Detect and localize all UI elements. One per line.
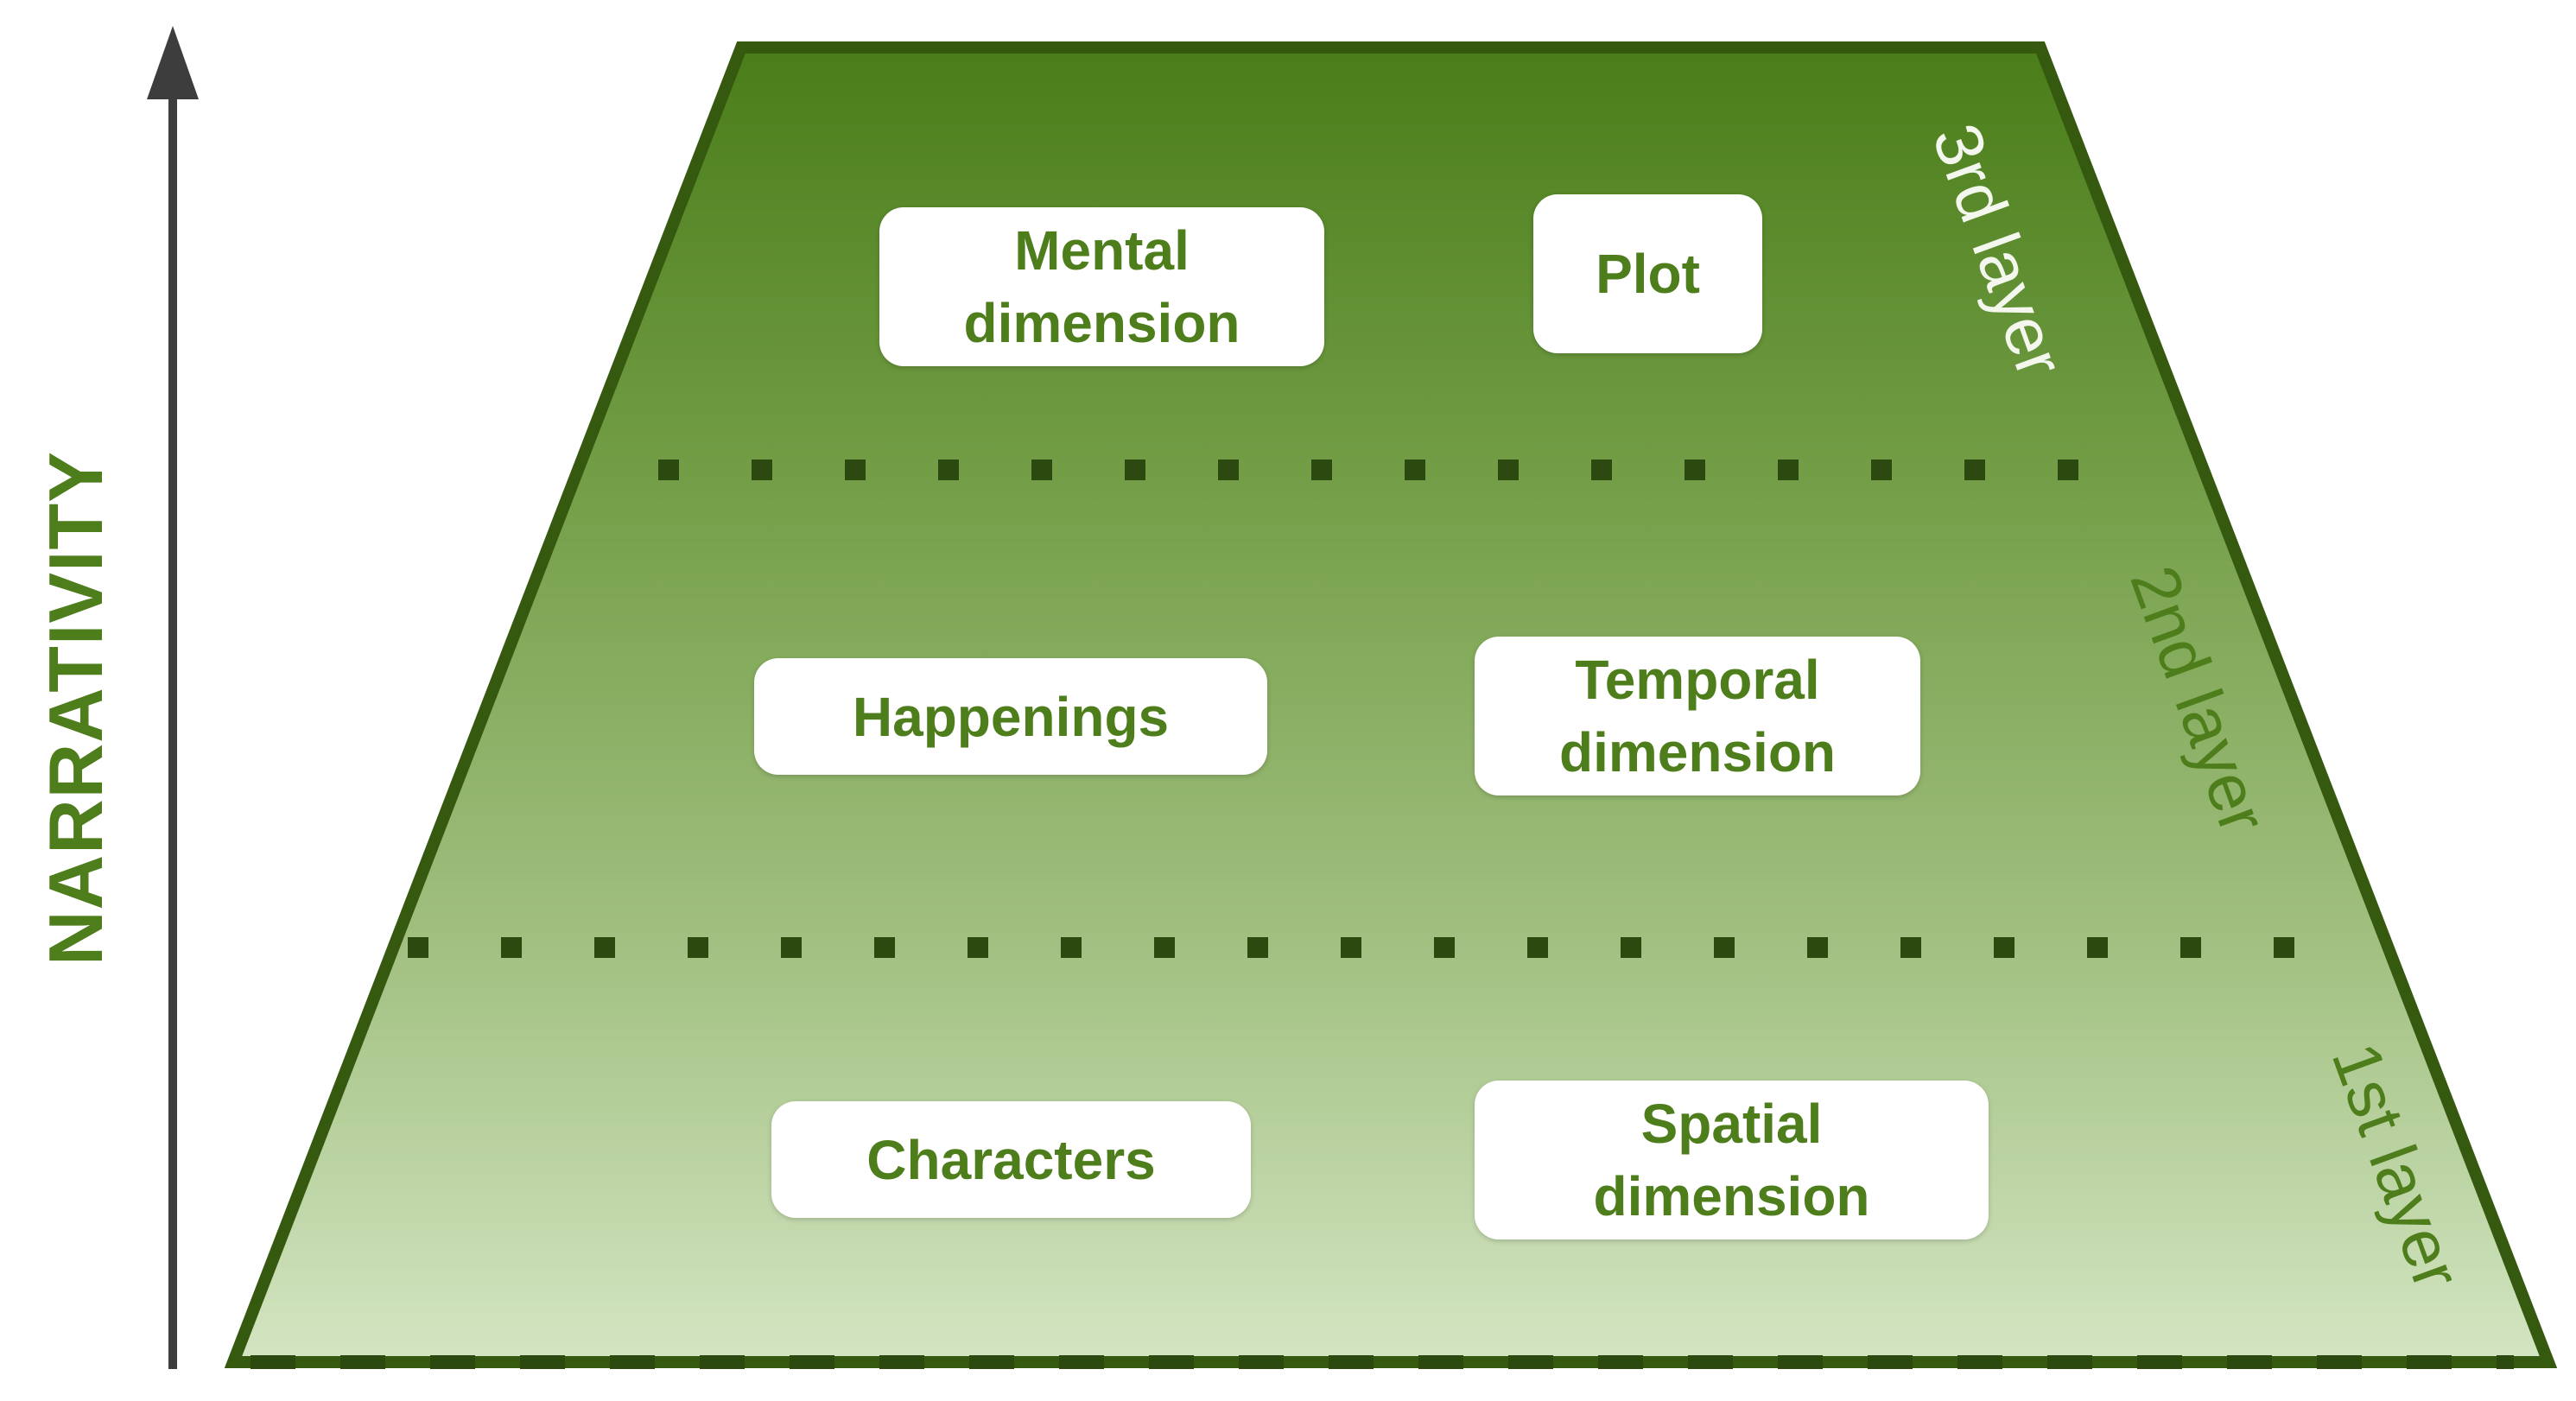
box-temporal-dimension: Temporal dimension <box>1475 637 1920 796</box>
box-line: Temporal <box>1575 649 1820 711</box>
box-spatial-dimension: Spatial dimension <box>1475 1081 1989 1239</box>
box-line: Mental <box>1014 219 1190 282</box>
box-line: Characters <box>866 1128 1156 1191</box>
trapezoid-shape <box>224 41 2558 1368</box>
box-line: dimension <box>1558 721 1837 783</box>
narrativity-axis-label: NARRATIVITY <box>33 450 118 967</box>
box-mental-dimension: Mental dimension <box>879 207 1324 366</box>
box-line: Plot <box>1596 243 1700 305</box>
box-line: Spatial <box>1640 1093 1823 1155</box>
box-characters: Characters <box>771 1101 1251 1218</box>
box-line: dimension <box>963 292 1240 354</box>
box-line: Happenings <box>852 685 1170 748</box>
box-line: dimension <box>1593 1165 1870 1227</box>
box-plot: Plot <box>1533 194 1762 353</box>
box-happenings: Happenings <box>754 658 1267 775</box>
narrativity-arrowhead-icon <box>147 26 199 99</box>
